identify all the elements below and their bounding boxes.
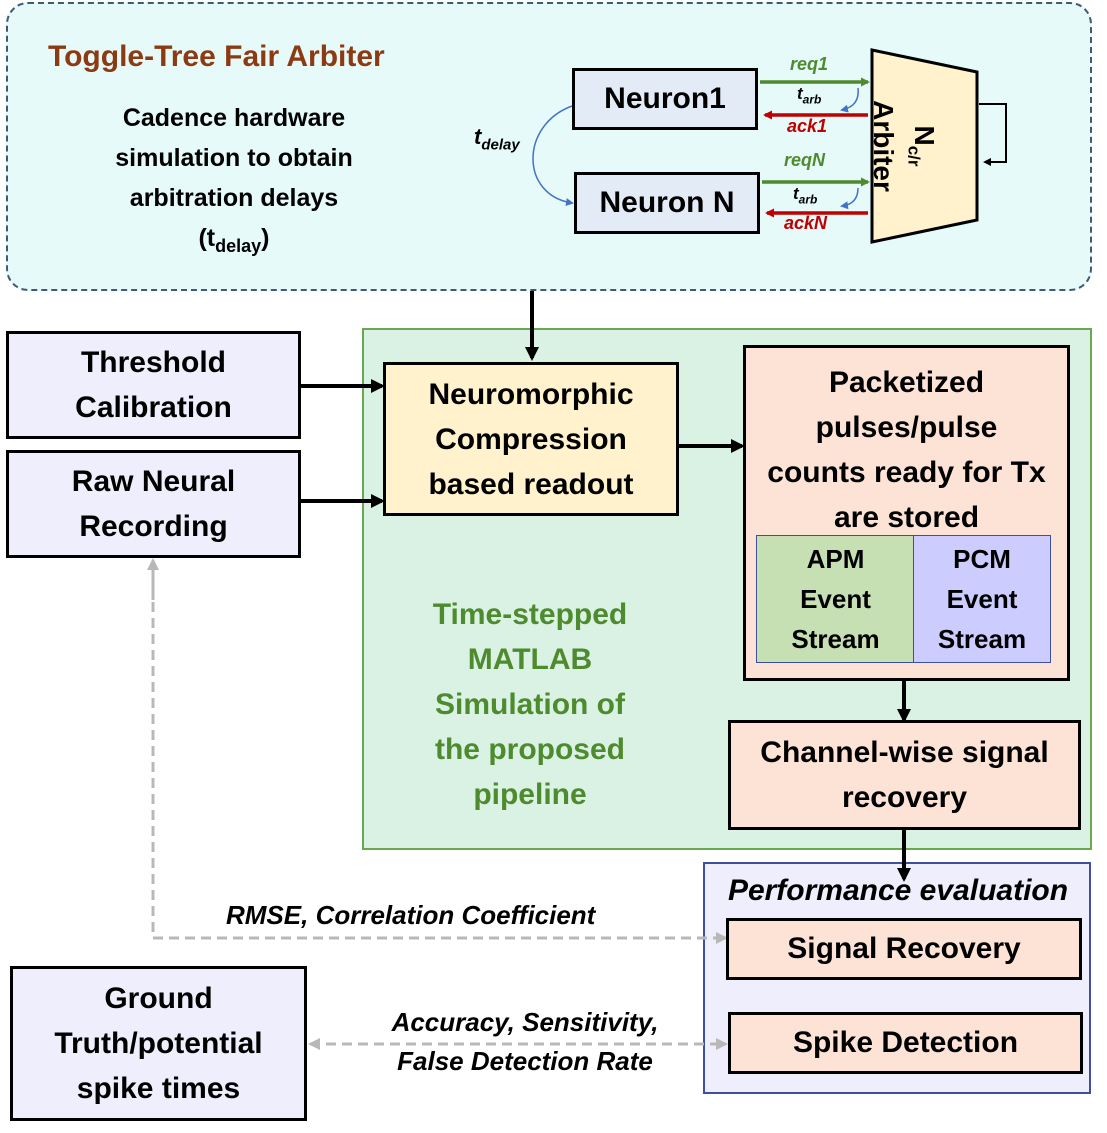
threshold-calibration-box: Threshold Calibration (6, 331, 301, 439)
rmse-dashed-arrow (151, 570, 728, 944)
tdelay-label: tdelay (474, 124, 520, 153)
neuron1-box: Neuron1 (572, 68, 758, 130)
ground-truth-line: spike times (76, 1072, 241, 1105)
neuronN-label: Neuron N (599, 186, 735, 219)
ground-truth-line: Ground (104, 982, 213, 1015)
pcm-event-stream-box: PCM Event Stream (913, 535, 1051, 663)
tdelay-label-sub: delay (481, 136, 520, 154)
threshold-line: Threshold (80, 346, 226, 379)
req1-label: req1 (790, 54, 829, 74)
tdelay-close: ) (261, 224, 270, 252)
apm-line: Stream (791, 624, 880, 654)
apm-line: APM (806, 544, 865, 574)
spike-detection-label: Spike Detection (792, 1026, 1019, 1059)
packetized-text: Packetized pulses/pulse counts ready for… (746, 360, 1067, 540)
packetized-line: are stored (833, 501, 980, 534)
ground-truth-line: Truth/potential (54, 1027, 263, 1060)
compression-line: Neuromorphic (428, 377, 634, 411)
recovery-line: Channel-wise signal (760, 736, 1049, 769)
packetized-line: pulses/pulse (815, 411, 998, 444)
signal-recovery-box: Signal Recovery (726, 918, 1082, 980)
rmse-metrics-label: RMSE, Correlation Coefficient (226, 900, 596, 930)
pcm-line: PCM (953, 544, 1011, 574)
raw-line: Recording (79, 510, 228, 543)
tarb-sub: arb (798, 192, 818, 207)
tarb-label-1: tarb (797, 84, 821, 106)
raw-neural-recording-box: Raw Neural Recording (6, 450, 301, 558)
tarb-main: t (797, 84, 803, 103)
accuracy-metrics-label: Accuracy, Sensitivity, False Detection R… (360, 1003, 690, 1081)
arbiter-block (870, 48, 979, 244)
signal-recovery-label: Signal Recovery (787, 932, 1021, 965)
raw-line: Raw Neural (71, 465, 236, 498)
recovery-line: recovery (841, 781, 968, 814)
neuron1-label: Neuron1 (604, 82, 726, 115)
packetized-line: Packetized (828, 366, 985, 399)
arbiter-description-tdelay: (tdelay) (74, 218, 394, 266)
pcm-line: Event (946, 584, 1018, 614)
tdelay-curve (532, 105, 574, 207)
compression-line: Compression (435, 422, 627, 456)
matlab-label-line: Time-stepped (432, 598, 628, 631)
apm-line: Event (800, 584, 871, 614)
tarb-main: t (793, 184, 799, 203)
reqN-label: reqN (784, 150, 826, 170)
tdelay-subscript: delay (215, 236, 262, 256)
ackN-label: ackN (784, 213, 828, 233)
neuronN-box: Neuron N (574, 172, 760, 234)
tarb-sub: arb (802, 92, 822, 107)
arbiter-title: Toggle-Tree Fair Arbiter (48, 40, 385, 73)
tarb-label-2: tarb (793, 184, 817, 206)
arbiter-description-line: arbitration delays (129, 184, 339, 212)
packetized-line: counts ready for Tx (767, 456, 1046, 489)
spike-detection-box: Spike Detection (728, 1012, 1083, 1074)
tarb-curve-1 (840, 87, 859, 113)
arbiter-feedback-arrow (979, 103, 1007, 166)
ground-truth-box: Ground Truth/potential spike times (10, 966, 307, 1121)
matlab-label-line: pipeline (473, 778, 587, 811)
tarb-curve-2 (840, 187, 859, 210)
arbiter-description: Cadence hardware simulation to obtain ar… (74, 98, 394, 266)
apm-event-stream-box: APM Event Stream (756, 535, 915, 663)
arbiter-description-line: simulation to obtain (115, 144, 353, 172)
tdelay-main: (t (198, 224, 216, 252)
compression-line: based readout (428, 467, 634, 501)
arbiter-n-sub: c/r (904, 145, 924, 167)
arbiter-text: Arbiter (868, 100, 900, 192)
tdelay-label-main: t (474, 124, 482, 149)
matlab-label-line: Simulation of (435, 688, 625, 721)
matlab-label-line: MATLAB (467, 643, 593, 676)
channel-wise-recovery-box: Channel-wise signal recovery (728, 720, 1081, 830)
ack1-label: ack1 (787, 116, 828, 136)
accuracy-line: Accuracy, Sensitivity, (391, 1007, 659, 1037)
threshold-line: Calibration (75, 391, 232, 424)
arbiter-label: Nc/r Arbiter (868, 86, 940, 206)
arbiter-description-line: Cadence hardware (122, 104, 346, 132)
performance-evaluation-title: Performance evaluation (727, 874, 1069, 907)
compression-readout-box: Neuromorphic Compression based readout (383, 362, 679, 516)
pcm-line: Stream (937, 624, 1027, 654)
matlab-simulation-label: Time-stepped MATLAB Simulation of the pr… (385, 592, 675, 817)
arbiter-n: N (909, 125, 940, 146)
matlab-label-line: the proposed (434, 733, 625, 766)
accuracy-line: False Detection Rate (397, 1046, 653, 1076)
